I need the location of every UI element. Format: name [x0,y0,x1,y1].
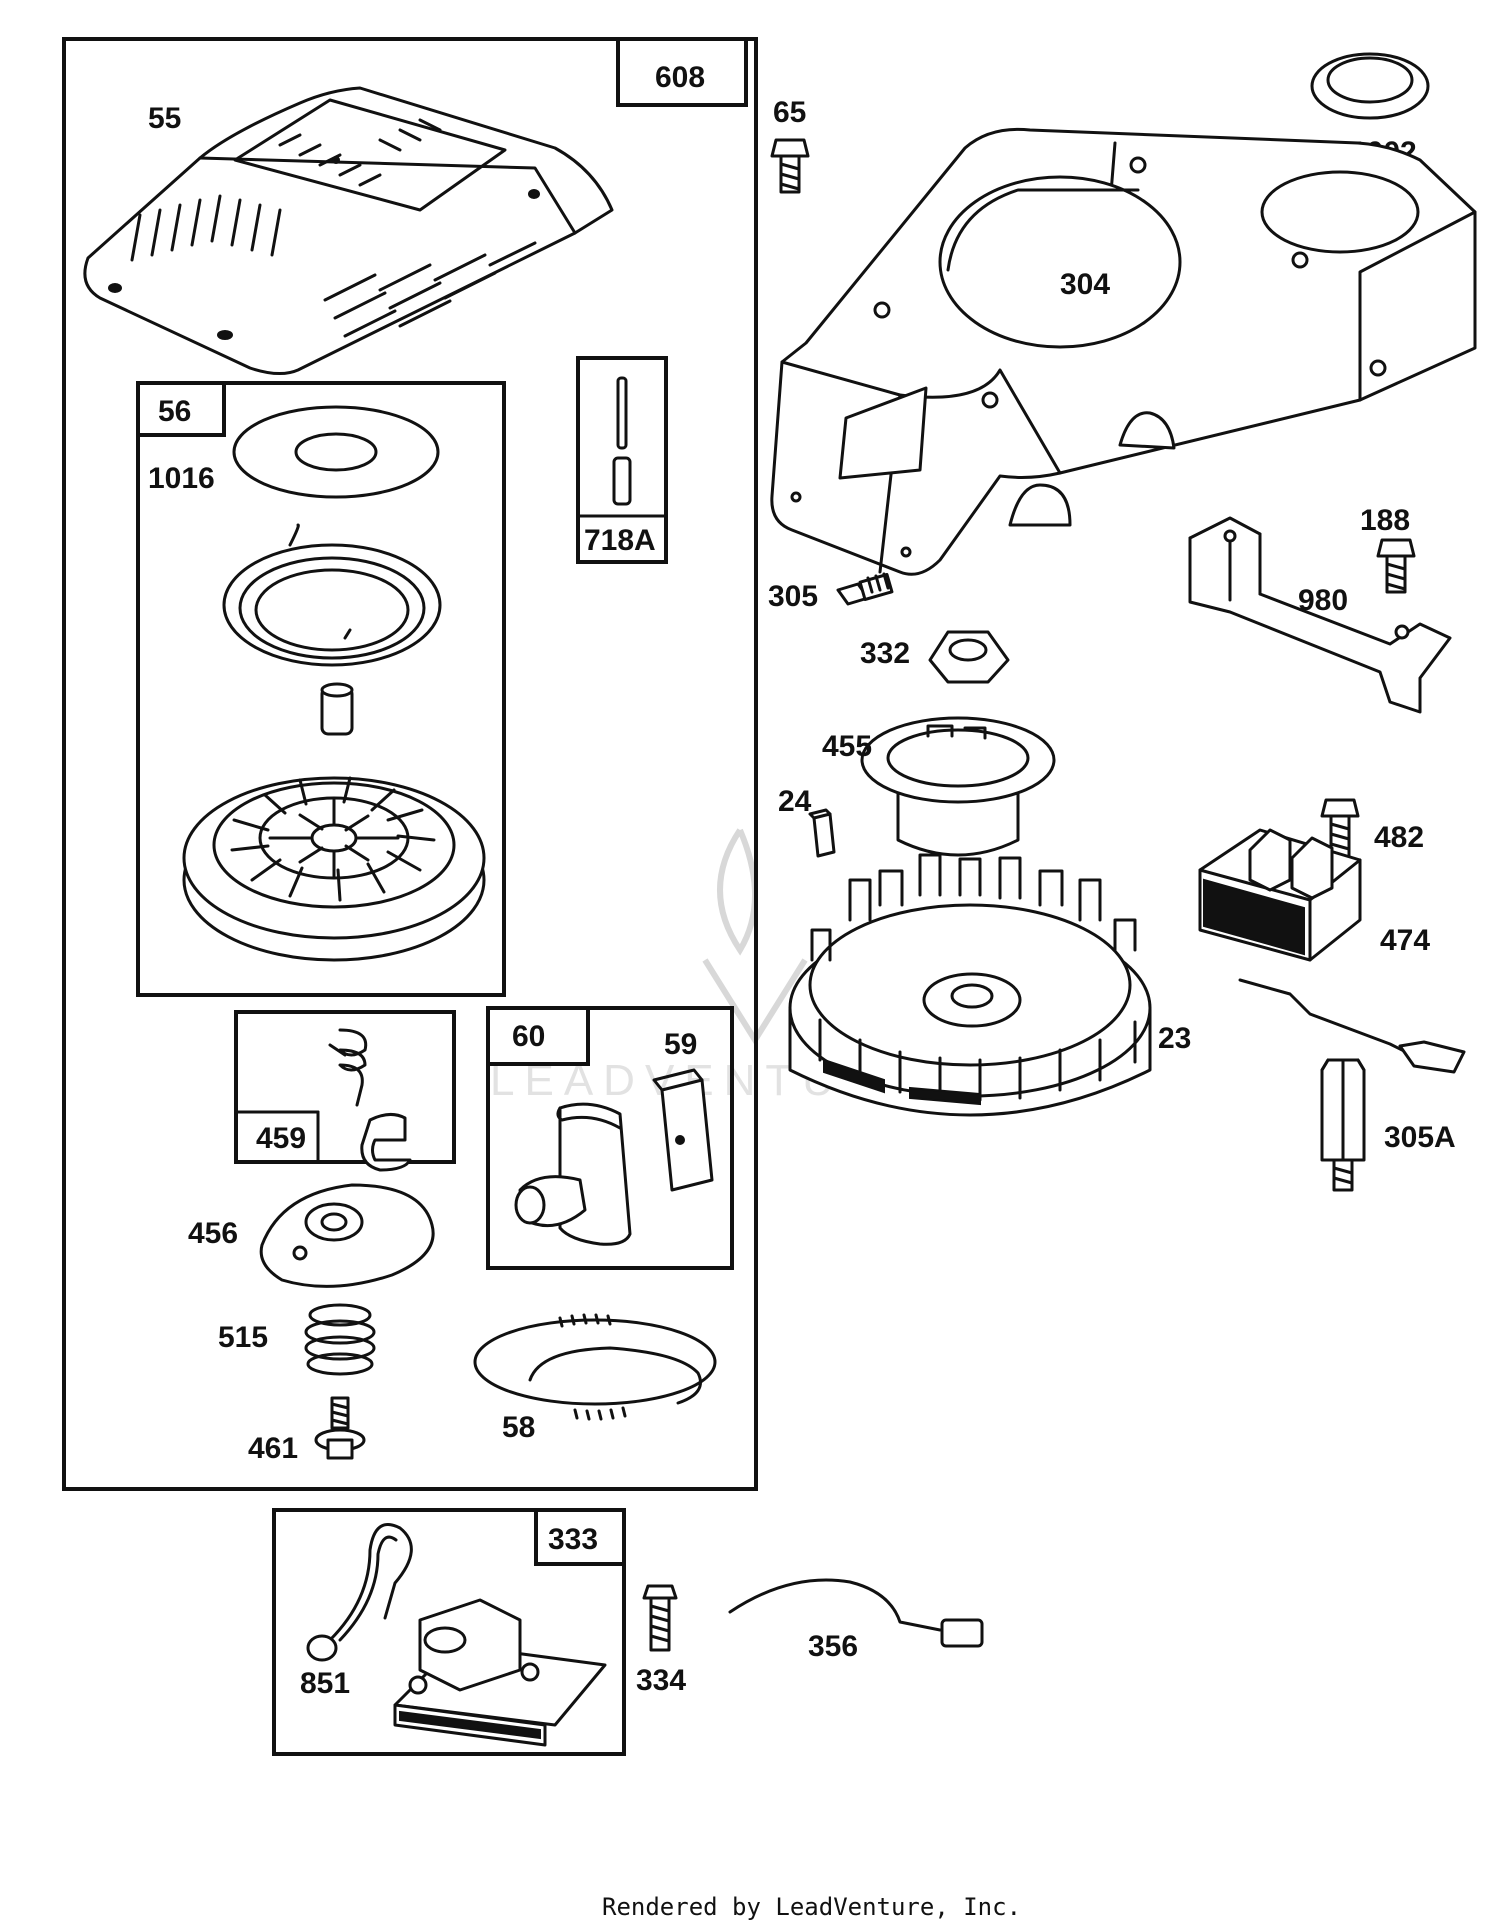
part-515-spring [304,1303,376,1376]
tag-box-56 [136,381,226,437]
part-label-332: 332 [860,637,910,670]
tag-box-333 [534,1508,626,1566]
bushing [320,682,354,736]
part-label-60: 60 [512,1020,545,1053]
part-label-23: 23 [1158,1022,1191,1055]
part-461-screw [314,1396,366,1460]
part-1016-washer [232,405,440,499]
housing-vent-slots [130,118,537,338]
part-718A-pins [612,376,632,506]
assembly-box-60 [486,1006,734,1270]
rewind-spring [222,523,442,667]
part-188-bolt [1376,538,1416,594]
part-label-55: 55 [148,102,181,135]
part-474-armature [1198,828,1466,1074]
part-label-333: 333 [548,1523,598,1556]
tag-box-608 [616,37,748,107]
part-482-bolt [1320,798,1360,864]
part-332-nut [928,630,1010,684]
assembly-box-608 [62,37,758,1491]
part-label-356: 356 [808,1630,858,1663]
footer-credit: Rendered by LeadVenture, Inc. [602,1893,1021,1920]
part-label-24: 24 [778,785,812,818]
assembly-box-333 [272,1508,626,1756]
part-58-starter-rope [473,1313,717,1421]
part-304-blower-housing [770,127,1477,576]
part-label-459: 459 [256,1122,306,1155]
part-65-bolt [770,138,810,194]
starter-pulley [182,776,486,962]
part-label-304: 304 [1060,268,1110,301]
part-label-56: 56 [158,395,191,428]
part-label-305A: 305A [1384,1121,1456,1154]
part-label-59: 59 [664,1028,697,1061]
part-24-flywheel-key [808,808,836,858]
part-label-461: 461 [248,1432,298,1465]
part-label-1016: 1016 [148,462,215,495]
part-label-482: 482 [1374,821,1424,854]
part-55-starter-housing [83,86,614,375]
part-label-980: 980 [1298,584,1348,617]
part-label-334: 334 [636,1664,686,1697]
part-label-608: 608 [655,61,705,94]
part-60-handle [514,1102,632,1246]
part-label-65: 65 [773,96,806,129]
part-980-bracket [1188,516,1452,714]
part-label-851: 851 [300,1667,350,1700]
part-459-pawl-spring [328,1028,412,1172]
part-59-insert [652,1068,714,1192]
part-label-515: 515 [218,1321,268,1354]
assembly-box-718A [576,356,668,564]
part-455-starter-cup [860,716,1056,857]
assembly-box-56 [136,381,506,997]
part-label-456: 456 [188,1217,238,1250]
part-label-474: 474 [1380,924,1430,957]
part-label-455: 455 [822,730,872,763]
tag-box-60 [486,1006,590,1066]
part-23-flywheel [788,853,1152,1117]
part-305A-standoff [1320,1058,1366,1192]
part-305-bolt [836,572,894,606]
part-356-ground-wire [728,1578,984,1648]
part-label-58: 58 [502,1411,535,1444]
part-label-305: 305 [768,580,818,613]
part-label-188: 188 [1360,504,1410,537]
part-456-ratchet-cam [259,1183,435,1288]
part-334-screw [642,1584,678,1652]
part-label-718A: 718A [584,524,656,557]
part-333-ignition-module [306,1523,607,1747]
part-1002-grommet [1310,52,1430,120]
assembly-box-459 [234,1010,456,1164]
